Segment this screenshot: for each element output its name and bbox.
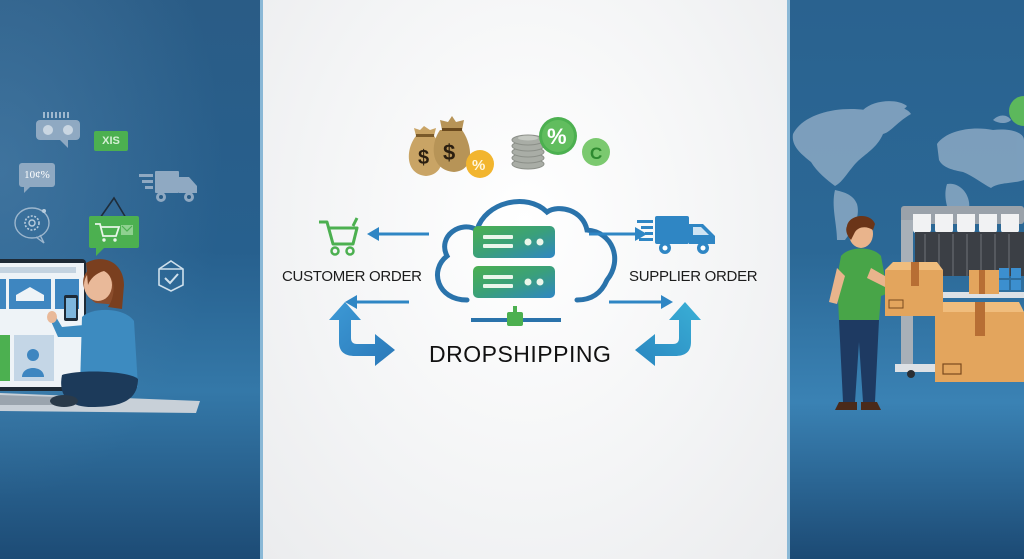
gear-bubble-icon (14, 207, 50, 244)
supplier-order-label: SUPPLIER ORDER (629, 268, 758, 285)
chat-bubble-icon (36, 112, 80, 148)
green-percent-text: % (547, 124, 567, 149)
left-illustration-panel: XIS 10¢% (0, 0, 263, 559)
percent-bubble-icon: 10¢% (19, 163, 55, 187)
check-circle-icon (1009, 96, 1024, 126)
curved-arrow-right (635, 302, 701, 366)
worker-illustration (829, 215, 943, 410)
diagram-title: DROPSHIPPING (429, 341, 612, 367)
coin-stack-icon: % C (511, 117, 610, 170)
arrow-right-top (589, 227, 647, 241)
green-coin-text: C (590, 144, 602, 163)
bubble-tail (24, 187, 30, 193)
percent-coin-text: % (472, 157, 485, 174)
curved-arrow-left (329, 302, 395, 366)
check-shield-icon (158, 260, 184, 292)
dollar-sign-2: $ (443, 140, 455, 165)
arrow-left-bottom (345, 295, 409, 309)
shopping-cart-icon (319, 217, 359, 256)
dollar-sign-1: $ (418, 147, 429, 169)
arrow-right-bottom (609, 295, 673, 309)
badge-text: XIS (102, 135, 120, 147)
green-badge: XIS (94, 131, 128, 151)
shopping-bag-icon (89, 196, 139, 256)
customer-order-label: CUSTOMER ORDER (282, 268, 422, 285)
delivery-truck-icon (139, 171, 197, 202)
money-bags-icon: $ $ % (408, 116, 494, 178)
woman-laptop-illustration (0, 259, 200, 413)
right-illustration-panel (787, 0, 1024, 559)
percent-bubble-text: 10¢% (24, 169, 50, 181)
delivery-truck-icon (637, 216, 715, 254)
cloud-server-icon (435, 199, 618, 326)
arrow-left-top (367, 227, 429, 241)
dropshipping-diagram-panel: $ $ % % C (263, 0, 787, 559)
